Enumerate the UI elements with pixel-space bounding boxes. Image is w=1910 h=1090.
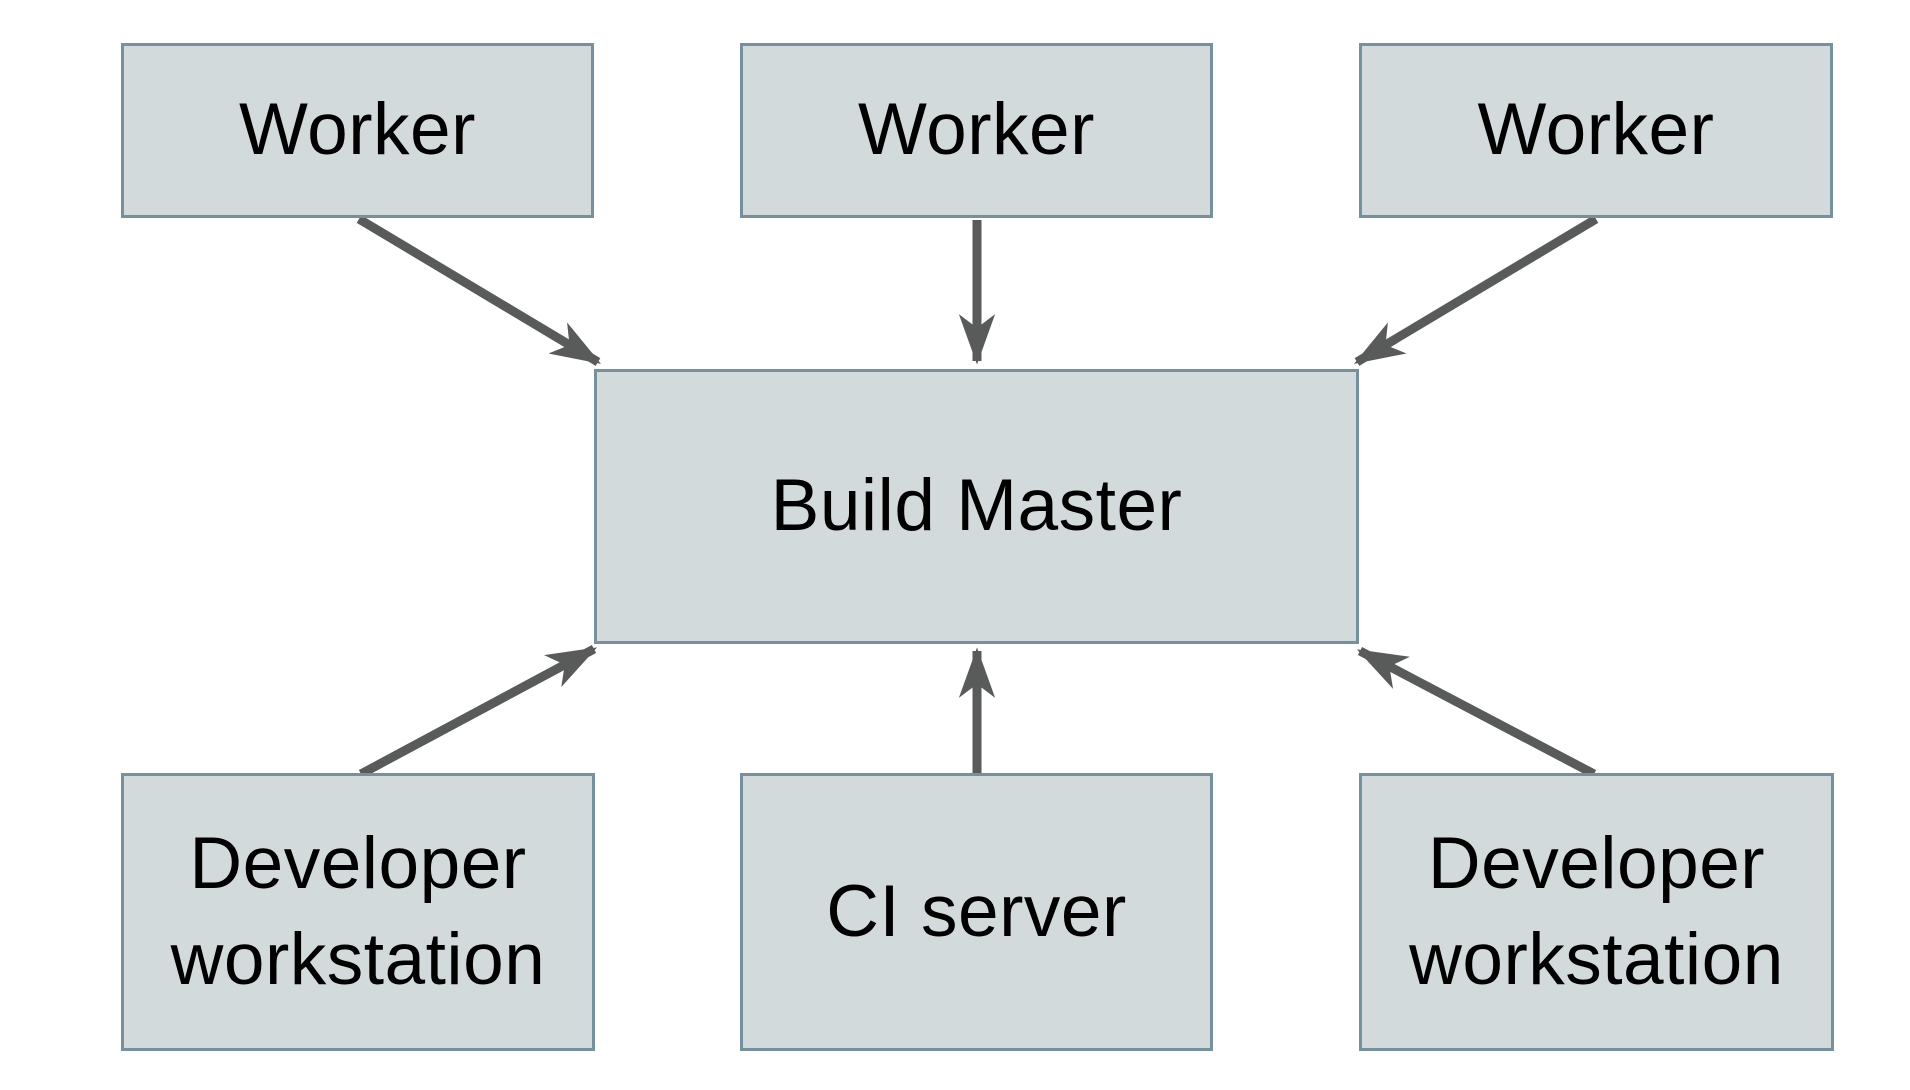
node-build-master: Build Master [594, 369, 1359, 644]
node-developer-workstation-2: Developer workstation [1359, 773, 1834, 1051]
node-ci-server: CI server [740, 773, 1213, 1051]
node-worker-3: Worker [1359, 43, 1833, 218]
node-worker-2-label: Worker [858, 89, 1095, 171]
node-developer-workstation-1: Developer workstation [121, 773, 595, 1051]
node-worker-2: Worker [740, 43, 1213, 218]
arrow-developer-workstation-1-to-build-master [358, 645, 598, 778]
arrow-worker-3-to-build-master [1353, 215, 1599, 366]
node-build-master-label: Build Master [770, 465, 1183, 547]
node-developer-workstation-2-label: Developer workstation [1409, 822, 1784, 1000]
node-worker-3-label: Worker [1477, 89, 1715, 171]
arrow-developer-workstation-2-to-build-master [1356, 647, 1597, 778]
arrow-worker-1-to-build-master [356, 215, 602, 366]
node-worker-1-label: Worker [239, 89, 476, 171]
node-developer-workstation-1-label: Developer workstation [170, 822, 546, 1000]
node-ci-server-label: CI server [826, 870, 1127, 952]
node-worker-1: Worker [121, 43, 594, 218]
